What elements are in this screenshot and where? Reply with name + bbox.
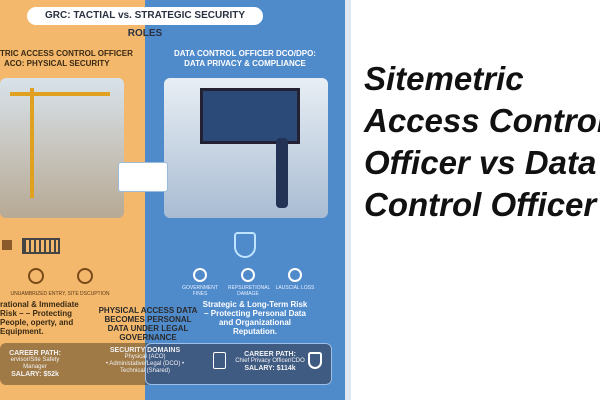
right-heading: DATA CONTROL OFFICER DCO/DPO:DATA PRIVAC…: [174, 49, 316, 68]
damage-icon: [241, 268, 255, 282]
icon-label: REPSURETIONAL DAMAGE: [228, 285, 271, 297]
icon-label: LAUSCIAL LOSS: [275, 285, 315, 291]
career-bar-right: [145, 343, 332, 385]
right-risk: Strategic & Long-Term Risk – Protecting …: [202, 300, 308, 336]
shield-icon: [308, 352, 322, 369]
padlock-icon: [2, 240, 12, 250]
icon-label: GOVERNMENT FINES: [182, 285, 218, 297]
banner: GRC: TACTIAL vs. STRATEGIC SECURITY ROLE…: [27, 7, 263, 39]
center-note: PHYSICAL ACCESS DATA BECOMES PERSONAL DA…: [98, 306, 198, 342]
checklist-icon: [213, 352, 226, 369]
left-threats: UNUAMBRIZED ENTRY, SITE DSCUPTION: [10, 291, 110, 297]
construction-scene-image: [0, 78, 124, 218]
disruption-icon: [77, 268, 93, 284]
office-scene-image: [164, 78, 328, 218]
loss-icon: [288, 268, 302, 282]
career-bar: [0, 343, 332, 385]
divider: [345, 0, 351, 400]
fines-icon: [193, 268, 207, 282]
data-card-icon: [118, 162, 168, 192]
shield-data-icon: [234, 232, 256, 258]
intruder-icon: [28, 268, 44, 284]
gate-icon: [22, 238, 60, 254]
left-risk: rational & Immediate Risk – – Protecting…: [0, 300, 79, 336]
